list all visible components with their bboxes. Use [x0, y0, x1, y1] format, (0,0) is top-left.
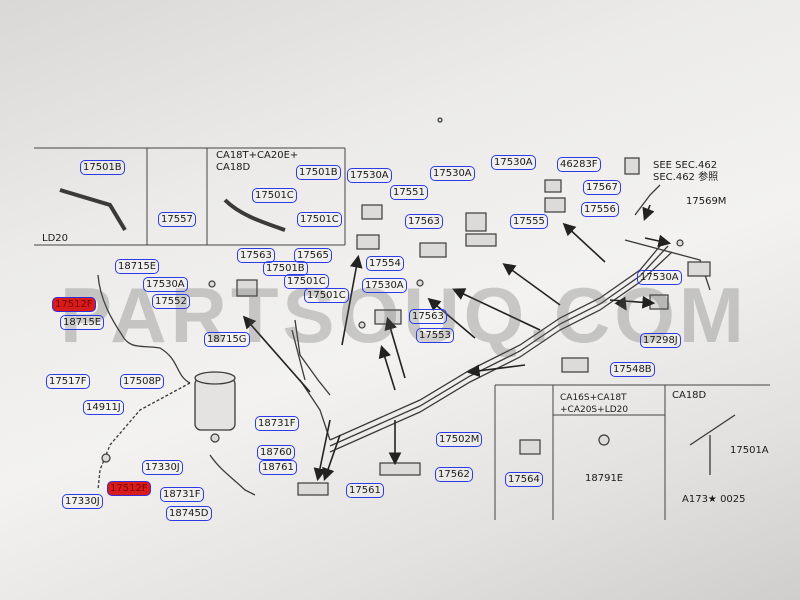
part-callout[interactable]: 18731F	[160, 487, 204, 502]
panel-ca18d-header: CA18D	[672, 390, 707, 401]
part-label-17501a: 17501A	[730, 445, 769, 456]
part-callout[interactable]: 17501C	[304, 288, 349, 303]
part-label-17569m: 17569M	[686, 196, 727, 207]
part-callout[interactable]: 17548B	[610, 362, 655, 377]
part-callout[interactable]: 18731F	[255, 416, 299, 431]
panel-ca16s-header: CA16S+CA18T +CA20S+LD20	[560, 393, 629, 415]
watermark: PARTSOUQ.COM	[60, 271, 748, 359]
part-callout[interactable]: 17501C	[297, 212, 342, 227]
part-callout[interactable]: 17555	[510, 214, 548, 229]
part-callout[interactable]: 14911J	[83, 400, 124, 415]
part-callout[interactable]: 17330J	[62, 494, 103, 509]
part-callout[interactable]: 17530A	[637, 270, 682, 285]
part-callout[interactable]: 17564	[505, 472, 543, 487]
part-callout[interactable]: 18715G	[204, 332, 250, 347]
part-callout[interactable]: 17530A	[362, 278, 407, 293]
highlighted-part-callout[interactable]: 17512F	[107, 481, 151, 496]
part-callout[interactable]: 17501B	[80, 160, 125, 175]
diagram-code: A173★ 0025	[682, 494, 746, 505]
part-callout[interactable]: 18715E	[115, 259, 160, 274]
part-callout[interactable]: 17501C	[284, 274, 329, 289]
part-callout[interactable]: 17298J	[640, 333, 681, 348]
highlighted-part-callout[interactable]: 17512F	[52, 297, 96, 312]
part-callout[interactable]: 17517F	[46, 374, 90, 389]
part-callout[interactable]: 46283F	[557, 157, 601, 172]
part-callout[interactable]: 17557	[158, 212, 196, 227]
part-callout[interactable]: 17553	[416, 328, 454, 343]
panel-ca18t-header: CA18T+CA20E+ CA18D	[216, 150, 299, 173]
part-callout[interactable]: 17563	[237, 248, 275, 263]
part-callout[interactable]: 18715E	[60, 315, 105, 330]
part-callout[interactable]: 17330J	[142, 460, 183, 475]
part-callout[interactable]: 17563	[405, 214, 443, 229]
part-label-18791e: 18791E	[585, 473, 624, 484]
part-callout[interactable]: 17501B	[296, 165, 341, 180]
panel-ld20-label: LD20	[42, 233, 68, 244]
part-callout[interactable]: 18761	[259, 460, 297, 475]
part-callout[interactable]: 17562	[435, 467, 473, 482]
part-callout[interactable]: 17556	[581, 202, 619, 217]
part-callout[interactable]: 17530A	[491, 155, 536, 170]
part-callout[interactable]: 17502M	[436, 432, 483, 447]
part-callout[interactable]: 17530A	[430, 166, 475, 181]
part-callout[interactable]: 17561	[346, 483, 384, 498]
part-callout[interactable]: 17508P	[120, 374, 164, 389]
part-callout[interactable]: 18745D	[166, 506, 212, 521]
part-callout[interactable]: 17530A	[143, 277, 188, 292]
part-callout[interactable]: 17530A	[347, 168, 392, 183]
part-callout[interactable]: 17567	[583, 180, 621, 195]
see-sec-note: SEE SEC.462 SEC.462 参照	[653, 160, 719, 183]
part-callout[interactable]: 18760	[257, 445, 295, 460]
part-callout[interactable]: 17501C	[252, 188, 297, 203]
part-callout[interactable]: 17552	[152, 294, 190, 309]
part-callout[interactable]: 17565	[294, 248, 332, 263]
part-callout[interactable]: 17551	[390, 185, 428, 200]
part-callout[interactable]: 17563	[409, 309, 447, 324]
part-callout[interactable]: 17554	[366, 256, 404, 271]
